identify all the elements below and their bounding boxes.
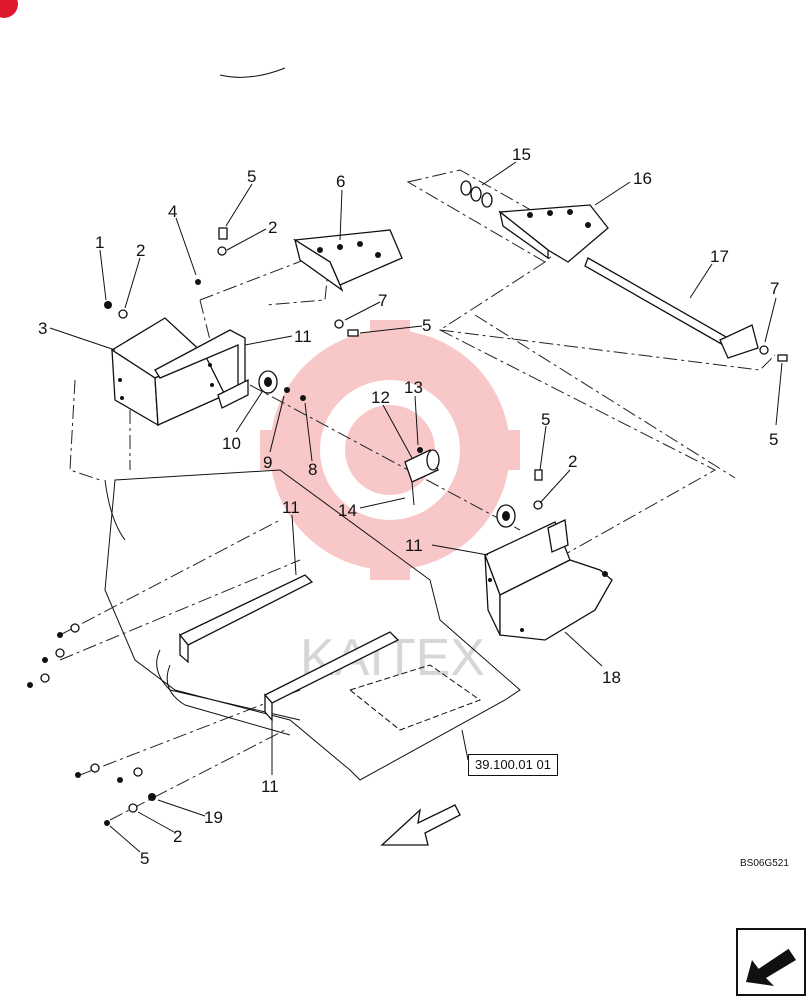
callout-15: 15 [512,145,531,164]
callout-11: 11 [282,498,300,517]
dashed-assembly-lines [59,169,776,821]
mount-rail-left [178,574,314,664]
washer-stack-15 [460,180,493,208]
callout-2: 2 [268,218,277,237]
rod-17 [584,257,759,359]
callout-11: 11 [294,327,312,346]
callout-13: 13 [404,378,423,397]
callout-7: 7 [770,279,779,298]
callout-3: 3 [38,319,47,338]
next-page-button[interactable] [736,928,806,996]
bushing-10 [258,370,278,394]
callout-5: 5 [541,410,550,429]
washer-9 [284,387,290,393]
step-plate-6 [293,229,403,292]
bracket-right [484,519,613,641]
handle-upper [154,329,249,409]
callout-11: 11 [405,536,423,555]
callout-5: 5 [140,849,149,868]
step-plate-16 [498,204,609,263]
washer-8 [300,395,306,401]
callout-11: 11 [261,777,279,796]
callout-18: 18 [602,668,621,687]
callout-9: 9 [263,453,272,472]
callout-5: 5 [422,316,431,335]
mount-rail-bottom [263,631,400,722]
pin-12 [404,449,440,506]
callout-4: 4 [168,202,177,221]
callout-16: 16 [633,169,652,188]
callout-19: 19 [204,808,223,827]
callout-17: 17 [710,247,729,266]
callout-14: 14 [338,501,357,520]
callout-8: 8 [308,460,317,479]
callout-2: 2 [568,452,577,471]
drawing-code: BS06G521 [740,858,789,869]
leader-lines [49,161,783,853]
callout-1: 1 [95,233,104,252]
callout-2: 2 [136,241,145,260]
arrow-down-left-icon [746,947,796,986]
bolt-13 [417,447,423,453]
corner-badge [0,0,18,18]
watermark-logo [260,320,520,580]
callout-7: 7 [378,291,387,310]
chassis-frame [104,469,521,781]
callout-2: 2 [173,827,182,846]
callout-6: 6 [336,172,345,191]
stray-stroke [219,67,286,78]
reference-code-box[interactable]: 39.100.01 01 [468,754,558,776]
callout-12: 12 [371,388,390,407]
bushing-right [496,504,516,528]
fastener-bolts [27,227,788,826]
callout-5: 5 [769,430,778,449]
callout-labels: 1 2 3 4 5 2 6 7 5 11 10 9 8 12 13 14 15 … [38,145,779,868]
front-direction-arrow [380,804,461,846]
callout-10: 10 [222,434,241,453]
callout-5: 5 [247,167,256,186]
